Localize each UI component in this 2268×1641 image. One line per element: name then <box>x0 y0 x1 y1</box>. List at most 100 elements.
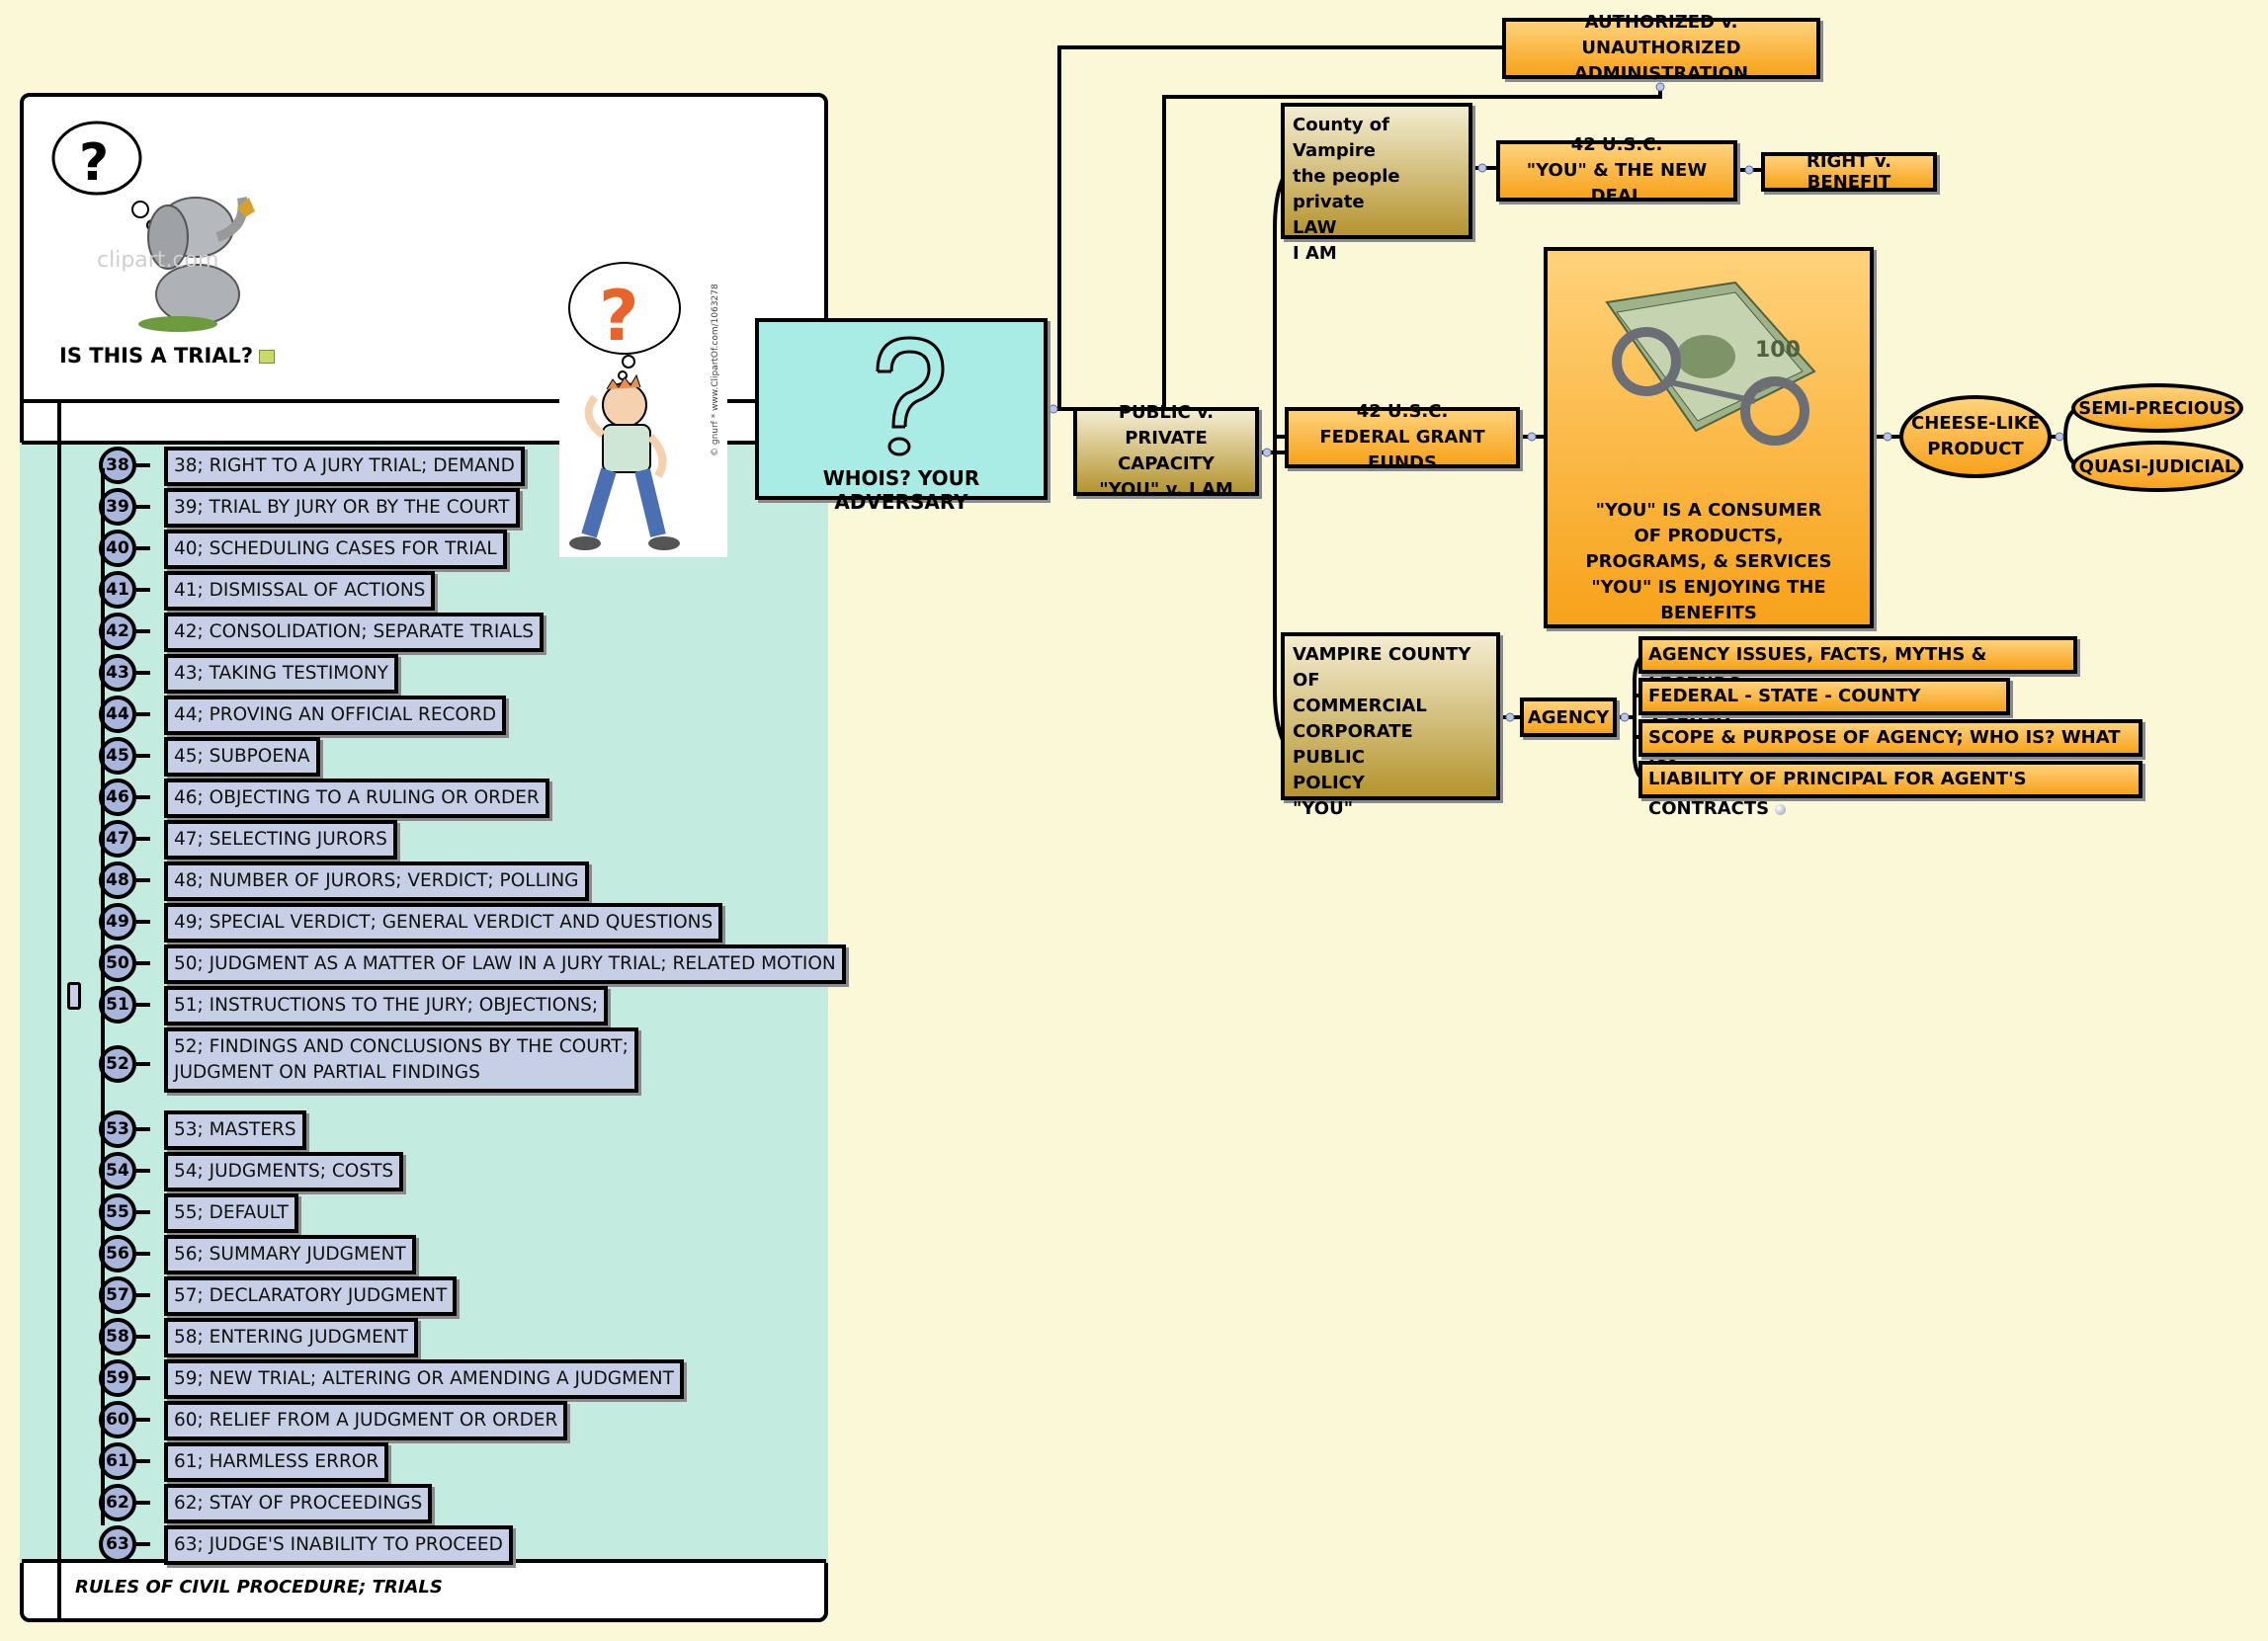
rule-number-badge: 51 <box>99 986 136 1024</box>
rule-label[interactable]: 47; SELECTING JURORS <box>164 820 397 860</box>
cheese-product-node[interactable]: CHEESE-LIKE PRODUCT <box>1899 395 2052 478</box>
rule-label-line: 51; INSTRUCTIONS TO THE JURY; OBJECTIONS… <box>174 995 599 1016</box>
collapse-toggle[interactable] <box>67 982 81 1010</box>
agency-item-federal[interactable]: FEDERAL - STATE - COUNTY AGENCY <box>1638 678 2010 736</box>
agency-item-scope[interactable]: SCOPE & PURPOSE OF AGENCY; WHO IS? WHAT … <box>1638 719 2142 778</box>
rule-label-line: 63; JUDGE'S INABILITY TO PROCEED <box>174 1534 503 1555</box>
svg-text:© gnurf * www.ClipartOf.com/: © gnurf * www.ClipartOf.com/1063278 <box>711 284 720 456</box>
rule-label[interactable]: 42; CONSOLIDATION; SEPARATE TRIALS <box>164 613 545 652</box>
rule-number-badge: 55 <box>99 1193 136 1231</box>
vampire-county-node[interactable]: VAMPIRE COUNTY OF COMMERCIAL CORPORATE P… <box>1281 632 1500 819</box>
rule-number-badge: 63 <box>99 1525 136 1563</box>
usc-new-deal-node[interactable]: 42 U.S.C. "YOU" & THE NEW DEAL <box>1496 134 1737 206</box>
vampire-line-2: COMMERCIAL <box>1293 696 1427 716</box>
rules-branch-line <box>101 468 105 1525</box>
rule-label[interactable]: 48; NUMBER OF JURORS; VERDICT; POLLING <box>164 862 589 901</box>
rule-label[interactable]: 52; FINDINGS AND CONCLUSIONS BY THE COUR… <box>164 1027 638 1093</box>
rule-label[interactable]: 55; DEFAULT <box>164 1193 298 1233</box>
quasi-judicial-node[interactable]: QUASI-JUDICIAL <box>2071 441 2243 492</box>
rule-label[interactable]: 59; NEW TRIAL; ALTERING OR AMENDING A JU… <box>164 1359 684 1399</box>
panel-footer: RULES OF CIVIL PROCEDURE; TRIALS <box>75 1577 443 1598</box>
agency-item-issues[interactable]: AGENCY ISSUES, FACTS, MYTHS & LEGENDS <box>1638 636 2077 695</box>
rule-label[interactable]: 60; RELIEF FROM A JUDGMENT OR ORDER <box>164 1401 568 1440</box>
agency-item-liability-label: LIABILITY OF PRINCIPAL FOR AGENT'S CONTR… <box>1648 769 2027 819</box>
right-benefit-node[interactable]: RIGHT v. BENEFIT <box>1761 151 1937 193</box>
rule-label-line: 53; MASTERS <box>174 1119 296 1140</box>
rule-connector <box>136 546 150 550</box>
rule-label[interactable]: 63; JUDGE'S INABILITY TO PROCEED <box>164 1525 513 1565</box>
consumer-line-2: OF PRODUCTS, <box>1634 526 1784 546</box>
rule-label[interactable]: 46; OBJECTING TO A RULING OR ORDER <box>164 779 549 818</box>
county-of-vampire-node[interactable]: County of Vampire the people private LAW… <box>1281 103 1472 264</box>
usc-grant-line-1: 42 U.S.C. <box>1356 401 1449 422</box>
rule-label[interactable]: 58; ENTERING JUDGMENT <box>164 1318 418 1357</box>
authorized-line-1: AUTHORIZED v. UNAUTHORIZED <box>1581 12 1741 58</box>
rule-label[interactable]: 57; DECLARATORY JUDGMENT <box>164 1276 458 1316</box>
panel-divider-header <box>22 441 826 445</box>
rule-number-badge: 52 <box>99 1045 136 1083</box>
rule-label[interactable]: 41; DISMISSAL OF ACTIONS <box>164 571 436 611</box>
rule-connector <box>136 1293 150 1297</box>
vampire-line-1: VAMPIRE COUNTY OF <box>1293 644 1471 691</box>
rule-label[interactable]: 53; MASTERS <box>164 1110 306 1150</box>
consumer-line-4: "YOU" IS ENJOYING THE BENEFITS <box>1591 577 1826 623</box>
rule-connector <box>136 1376 150 1380</box>
rule-label[interactable]: 62; STAY OF PROCEEDINGS <box>164 1484 433 1523</box>
svg-text:100: 100 <box>1755 338 1801 363</box>
authorized-node[interactable]: AUTHORIZED v. UNAUTHORIZED ADMINISTRATIO… <box>1502 12 1820 84</box>
rule-connector <box>136 961 150 965</box>
rule-number-badge: 46 <box>99 779 136 816</box>
agency-node[interactable]: AGENCY <box>1520 697 1617 737</box>
rule-label-line: 48; NUMBER OF JURORS; VERDICT; POLLING <box>174 870 579 891</box>
rule-connector <box>136 505 150 509</box>
rule-label[interactable]: 39; TRIAL BY JURY OR BY THE COURT <box>164 488 520 528</box>
rule-connector <box>136 920 150 924</box>
usc-grant-node[interactable]: 42 U.S.C. FEDERAL GRANT FUNDS <box>1285 401 1520 473</box>
consumer-line-1: "YOU" IS A CONSUMER <box>1595 500 1822 521</box>
rule-label[interactable]: 49; SPECIAL VERDICT; GENERAL VERDICT AND… <box>164 903 723 943</box>
panel-left-rail <box>57 399 61 1620</box>
panel-title: IS THIS A TRIAL? <box>59 344 276 368</box>
rule-label-line: 42; CONSOLIDATION; SEPARATE TRIALS <box>174 621 535 642</box>
svg-text:?: ? <box>79 133 109 193</box>
rule-number-badge: 40 <box>99 530 136 567</box>
rule-label[interactable]: 45; SUBPOENA <box>164 737 320 777</box>
rule-label[interactable]: 61; HARMLESS ERROR <box>164 1442 389 1482</box>
rule-label-line: 39; TRIAL BY JURY OR BY THE COURT <box>174 497 510 518</box>
rule-label-line: 43; TAKING TESTIMONY <box>174 663 388 684</box>
usc-grant-line-2: FEDERAL GRANT FUNDS <box>1319 427 1485 473</box>
rule-number-badge: 56 <box>99 1235 136 1272</box>
rule-label[interactable]: 50; JUDGMENT AS A MATTER OF LAW IN A JUR… <box>164 944 846 984</box>
rule-label-line: 55; DEFAULT <box>174 1202 289 1223</box>
rule-label[interactable]: 54; JUDGMENTS; COSTS <box>164 1152 404 1191</box>
rule-label-line: 45; SUBPOENA <box>174 746 310 767</box>
county-line-3: private <box>1293 192 1365 212</box>
rule-connector <box>136 878 150 882</box>
rule-label-line: 58; ENTERING JUDGMENT <box>174 1327 408 1348</box>
agency-item-liability[interactable]: LIABILITY OF PRINCIPAL FOR AGENT'S CONTR… <box>1638 761 2142 819</box>
rule-connector <box>136 712 150 716</box>
rule-label[interactable]: 43; TAKING TESTIMONY <box>164 654 398 694</box>
consumer-node[interactable]: 100 "YOU" IS A CONSUMER OF PRODUCTS, PRO… <box>1544 247 1874 628</box>
rule-label[interactable]: 56; SUMMARY JUDGMENT <box>164 1235 416 1274</box>
rule-number-badge: 58 <box>99 1318 136 1355</box>
rule-label-line: 57; DECLARATORY JUDGMENT <box>174 1285 448 1306</box>
public-private-line-2: CAPACITY <box>1118 453 1215 474</box>
rule-label[interactable]: 38; RIGHT TO A JURY TRIAL; DEMAND <box>164 447 525 486</box>
rule-label[interactable]: 44; PROVING AN OFFICIAL RECORD <box>164 696 507 735</box>
rule-connector <box>136 1252 150 1256</box>
question-mark-icon <box>876 336 945 456</box>
county-line-2: the people <box>1293 166 1400 187</box>
cheese-line-1: CHEESE-LIKE <box>1910 413 2040 434</box>
public-private-line-3: "YOU" v. I AM <box>1099 479 1233 500</box>
rule-label[interactable]: 51; INSTRUCTIONS TO THE JURY; OBJECTIONS… <box>164 986 609 1026</box>
confused-man-icon: ? © gnurf * www.ClipartOf.com/1063278 <box>559 259 727 557</box>
whois-node[interactable]: WHOIS? YOUR ADVERSARY <box>755 318 1048 514</box>
rule-label-line: 46; OBJECTING TO A RULING OR ORDER <box>174 787 540 808</box>
info-icon[interactable] <box>1775 803 1787 815</box>
public-private-node[interactable]: PUBLIC v. PRIVATE CAPACITY "YOU" v. I AM <box>1073 402 1259 500</box>
rule-label[interactable]: 40; SCHEDULING CASES FOR TRIAL <box>164 530 507 569</box>
rule-number-badge: 62 <box>99 1484 136 1521</box>
semi-precious-node[interactable]: SEMI-PRECIOUS <box>2071 383 2243 433</box>
rule-label-line: JUDGMENT ON PARTIAL FINDINGS <box>174 1062 480 1083</box>
